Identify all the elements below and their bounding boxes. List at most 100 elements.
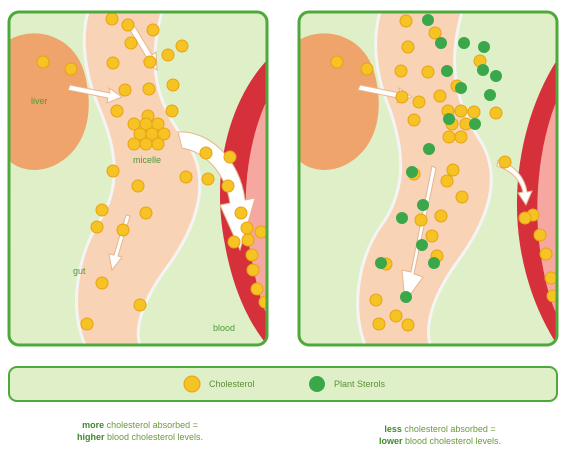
right-plant-sterol-dot [441, 65, 453, 77]
right-caption-line1-text: cholesterol absorbed = [402, 424, 496, 434]
left-cholesterol-dot [176, 40, 188, 52]
left-cholesterol-dot [147, 24, 159, 36]
right-cholesterol-dot [545, 272, 557, 284]
right-plant-sterol-dot [490, 70, 502, 82]
left-cholesterol-dot [251, 283, 263, 295]
left-cholesterol-dot [140, 138, 152, 150]
left-cholesterol-dot [224, 151, 236, 163]
right-cholesterol-dot [408, 114, 420, 126]
right-cholesterol-dot [396, 91, 408, 103]
left-cholesterol-dot [37, 56, 49, 68]
right-cholesterol-dot [400, 15, 412, 27]
right-plant-sterol-dot [423, 143, 435, 155]
left-caption-line1: more cholesterol absorbed = [40, 419, 240, 431]
left-cholesterol-dot [119, 84, 131, 96]
right-cholesterol-dot [441, 175, 453, 187]
left-cholesterol-dot [132, 180, 144, 192]
right-panel [299, 12, 559, 345]
left-cholesterol-dot [246, 249, 258, 261]
right-cholesterol-dot [370, 294, 382, 306]
left-panel: liver micelle gut blood [9, 12, 271, 345]
plant-sterols-legend-label: Plant Sterols [334, 379, 386, 389]
legend: Cholesterol Plant Sterols [9, 367, 557, 401]
right-plant-sterol-dot [400, 291, 412, 303]
right-cholesterol-dot [422, 66, 434, 78]
right-plant-sterol-dot [417, 199, 429, 211]
left-caption-line2-text: blood cholesterol levels. [104, 432, 203, 442]
right-cholesterol-dot [434, 90, 446, 102]
left-cholesterol-dot [111, 105, 123, 117]
legend-bar [9, 367, 557, 401]
left-cholesterol-dot [222, 180, 234, 192]
left-cholesterol-dot [166, 105, 178, 117]
right-cholesterol-dot [373, 318, 385, 330]
left-cholesterol-dot [140, 207, 152, 219]
right-cholesterol-dot [426, 230, 438, 242]
left-cholesterol-dot [259, 296, 271, 308]
right-cholesterol-dot [429, 27, 441, 39]
right-cholesterol-dot [402, 319, 414, 331]
right-plant-sterol-dot [406, 166, 418, 178]
right-cholesterol-dot [415, 214, 427, 226]
left-cholesterol-dot [134, 299, 146, 311]
right-cholesterol-dot [455, 105, 467, 117]
left-cholesterol-dot [65, 63, 77, 75]
left-cholesterol-dot [162, 49, 174, 61]
left-caption-line2: higher blood cholesterol levels. [40, 431, 240, 443]
right-plant-sterol-dot [428, 257, 440, 269]
right-cholesterol-dot [455, 131, 467, 143]
right-plant-sterol-dot [443, 113, 455, 125]
right-plant-sterol-dot [478, 41, 490, 53]
left-cholesterol-dot [200, 147, 212, 159]
right-cholesterol-dot [490, 107, 502, 119]
right-cholesterol-dot [443, 131, 455, 143]
right-cholesterol-dot [435, 210, 447, 222]
left-cholesterol-dot [96, 204, 108, 216]
left-liver-label: liver [31, 96, 48, 106]
left-cholesterol-dot [91, 221, 103, 233]
right-plant-sterol-dot [458, 37, 470, 49]
right-cholesterol-dot [456, 191, 468, 203]
left-cholesterol-dot [122, 19, 134, 31]
right-cholesterol-dot [390, 310, 402, 322]
left-micelle-label: micelle [133, 155, 161, 165]
left-cholesterol-dot [242, 234, 254, 246]
left-cholesterol-dot [106, 13, 118, 25]
left-cholesterol-dot [128, 138, 140, 150]
left-cholesterol-dot [152, 138, 164, 150]
left-cholesterol-dot [117, 224, 129, 236]
left-caption-line2-bold: higher [77, 432, 105, 442]
left-cholesterol-dot [107, 57, 119, 69]
left-gut-label: gut [73, 266, 86, 276]
right-caption: less cholesterol absorbed = lower blood … [340, 423, 540, 447]
right-plant-sterol-dot [422, 14, 434, 26]
plant-sterols-legend-icon [309, 376, 325, 392]
right-cholesterol-dot [540, 248, 552, 260]
right-plant-sterol-dot [484, 89, 496, 101]
left-cholesterol-dot [247, 264, 259, 276]
right-plant-sterol-dot [455, 82, 467, 94]
left-cholesterol-dot [255, 226, 267, 238]
right-plant-sterol-dot [416, 239, 428, 251]
cholesterol-legend-icon [184, 376, 200, 392]
left-cholesterol-dot [202, 173, 214, 185]
left-cholesterol-dot [241, 222, 253, 234]
left-cholesterol-dot [144, 56, 156, 68]
left-caption-line1-bold: more [82, 420, 104, 430]
right-cholesterol-dot [519, 212, 531, 224]
right-cholesterol-dot [468, 106, 480, 118]
left-cholesterol-dot [96, 277, 108, 289]
left-cholesterol-dot [235, 207, 247, 219]
right-caption-line2-bold: lower [379, 436, 403, 446]
left-cholesterol-dot [180, 171, 192, 183]
right-caption-line1-bold: less [384, 424, 402, 434]
right-plant-sterol-dot [435, 37, 447, 49]
right-cholesterol-dot [413, 96, 425, 108]
left-caption-line1-text: cholesterol absorbed = [104, 420, 198, 430]
left-cholesterol-dot [81, 318, 93, 330]
left-caption: more cholesterol absorbed = higher blood… [40, 419, 240, 443]
right-cholesterol-dot [361, 63, 373, 75]
right-caption-line2-text: blood cholesterol levels. [402, 436, 501, 446]
right-caption-line1: less cholesterol absorbed = [340, 423, 540, 435]
left-cholesterol-dot [167, 79, 179, 91]
